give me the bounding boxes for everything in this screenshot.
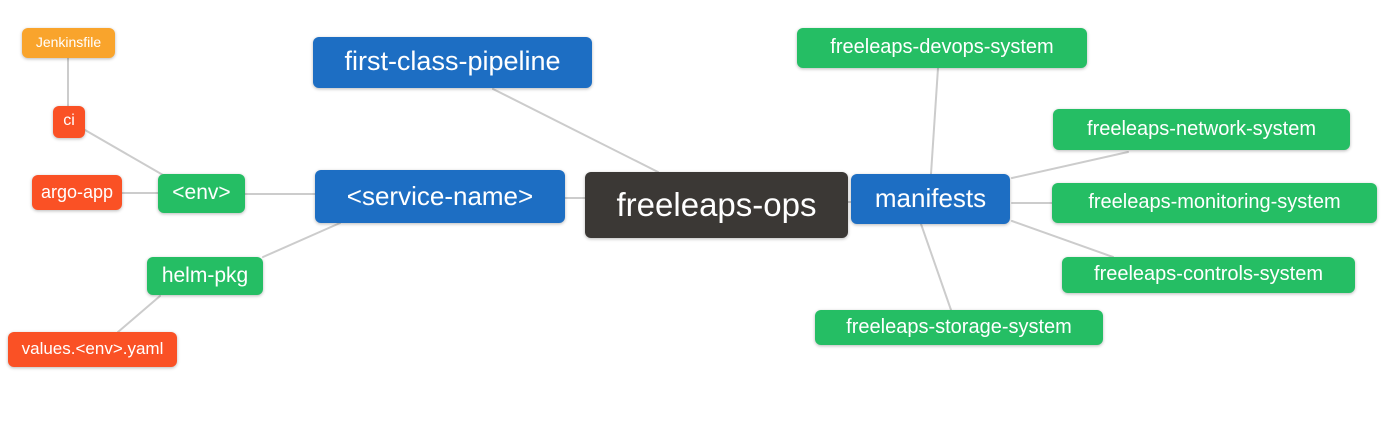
node-jenkinsfile[interactable]: Jenkinsfile [22,28,115,58]
node-label: first-class-pipeline [344,46,561,76]
node-label: freeleaps-devops-system [830,36,1054,58]
node-service-name[interactable]: <service-name> [315,170,565,223]
node-helm-pkg[interactable]: helm-pkg [147,257,263,295]
node-label: <service-name> [346,180,534,211]
node-label: freeleaps-ops [616,185,817,223]
node-network-system[interactable]: freeleaps-network-system [1053,109,1350,150]
node-label: Jenkinsfile [35,34,102,50]
node-label: freeleaps-storage-system [846,315,1072,338]
node-freeleaps-ops[interactable]: freeleaps-ops [585,172,848,238]
node-values-env-yaml[interactable]: values.<env>.yaml [8,332,177,367]
node-label: <env> [172,181,231,204]
edge-manifests-to-storage-system [920,223,952,311]
node-label: helm-pkg [161,263,249,287]
node-monitoring-system[interactable]: freeleaps-monitoring-system [1052,183,1377,223]
edge-manifests-to-devops-system [930,67,939,175]
node-label: argo-app [40,181,114,202]
edge-first-class-pipeline-to-freeleaps-ops [492,88,659,173]
node-storage-system[interactable]: freeleaps-storage-system [815,310,1103,345]
edge-ci-to-env [84,129,164,176]
node-label: freeleaps-monitoring-system [1088,191,1341,213]
node-first-class-pipeline[interactable]: first-class-pipeline [313,37,592,88]
node-env[interactable]: <env> [158,174,245,213]
edge-helm-pkg-to-service-name [262,222,341,258]
node-label: freeleaps-network-system [1087,117,1316,140]
node-label: manifests [874,183,987,213]
edge-manifests-to-controls-system [1011,220,1114,258]
node-ci[interactable]: ci [53,106,85,138]
node-controls-system[interactable]: freeleaps-controls-system [1062,257,1355,293]
edge-values-env-yaml-to-helm-pkg [117,295,161,333]
node-argo-app[interactable]: argo-app [32,175,122,210]
node-devops-system[interactable]: freeleaps-devops-system [797,28,1087,68]
edge-manifests-to-network-system [1011,151,1129,179]
node-manifests[interactable]: manifests [851,174,1010,224]
node-label: freeleaps-controls-system [1094,263,1323,285]
node-label: ci [63,112,75,129]
node-label: values.<env>.yaml [21,339,164,358]
